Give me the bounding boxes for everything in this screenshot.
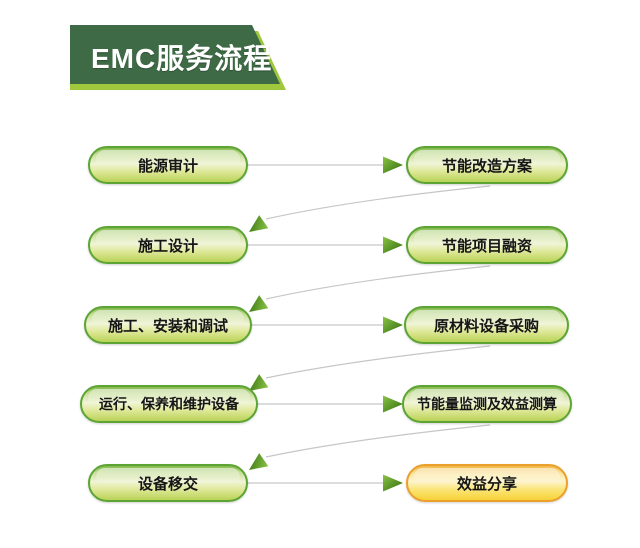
step-label: 能源审计 [137, 157, 198, 175]
step-retrofit-plan: 节能改造方案 [406, 146, 568, 184]
step-label: 效益分享 [456, 475, 517, 493]
curve-arrow-down-left-icon [249, 265, 491, 312]
step-operation-maintenance: 运行、保养和维护设备 [80, 385, 258, 423]
step-benefit-sharing: 效益分享 [406, 464, 568, 502]
arrow-right-icon [240, 316, 403, 334]
step-label: 节能改造方案 [441, 157, 532, 175]
arrow-right-icon [240, 395, 403, 413]
step-project-financing: 节能项目融资 [406, 226, 568, 264]
arrow-right-icon [240, 236, 403, 254]
step-label: 施工、安装和调试 [107, 317, 228, 335]
page-title: EMC服务流程 [91, 43, 273, 74]
arrow-right-icon [240, 474, 403, 492]
step-label: 原材料设备采购 [433, 317, 539, 335]
step-label: 节能量监测及效益测算 [417, 396, 557, 412]
step-label: 施工设计 [137, 237, 198, 255]
step-label: 设备移交 [137, 475, 198, 493]
horizontal-arrows [240, 156, 403, 492]
curve-arrow-down-left-icon [249, 345, 491, 391]
banner-dark-shape [70, 25, 280, 84]
title-banner [70, 25, 286, 90]
step-label: 运行、保养和维护设备 [99, 396, 239, 412]
curve-arrow-down-left-icon [249, 185, 491, 232]
step-construction-design: 施工设计 [88, 226, 248, 264]
curve-arrow-down-left-icon [249, 424, 491, 470]
step-equipment-handover: 设备移交 [88, 464, 248, 502]
step-monitoring-measurement: 节能量监测及效益测算 [402, 385, 572, 423]
step-label: 节能项目融资 [441, 237, 532, 255]
arrow-right-icon [240, 156, 403, 174]
curved-return-arrows [249, 185, 491, 470]
step-construction-install-debug: 施工、安装和调试 [84, 306, 252, 344]
step-material-procurement: 原材料设备采购 [404, 306, 569, 344]
step-energy-audit: 能源审计 [88, 146, 248, 184]
